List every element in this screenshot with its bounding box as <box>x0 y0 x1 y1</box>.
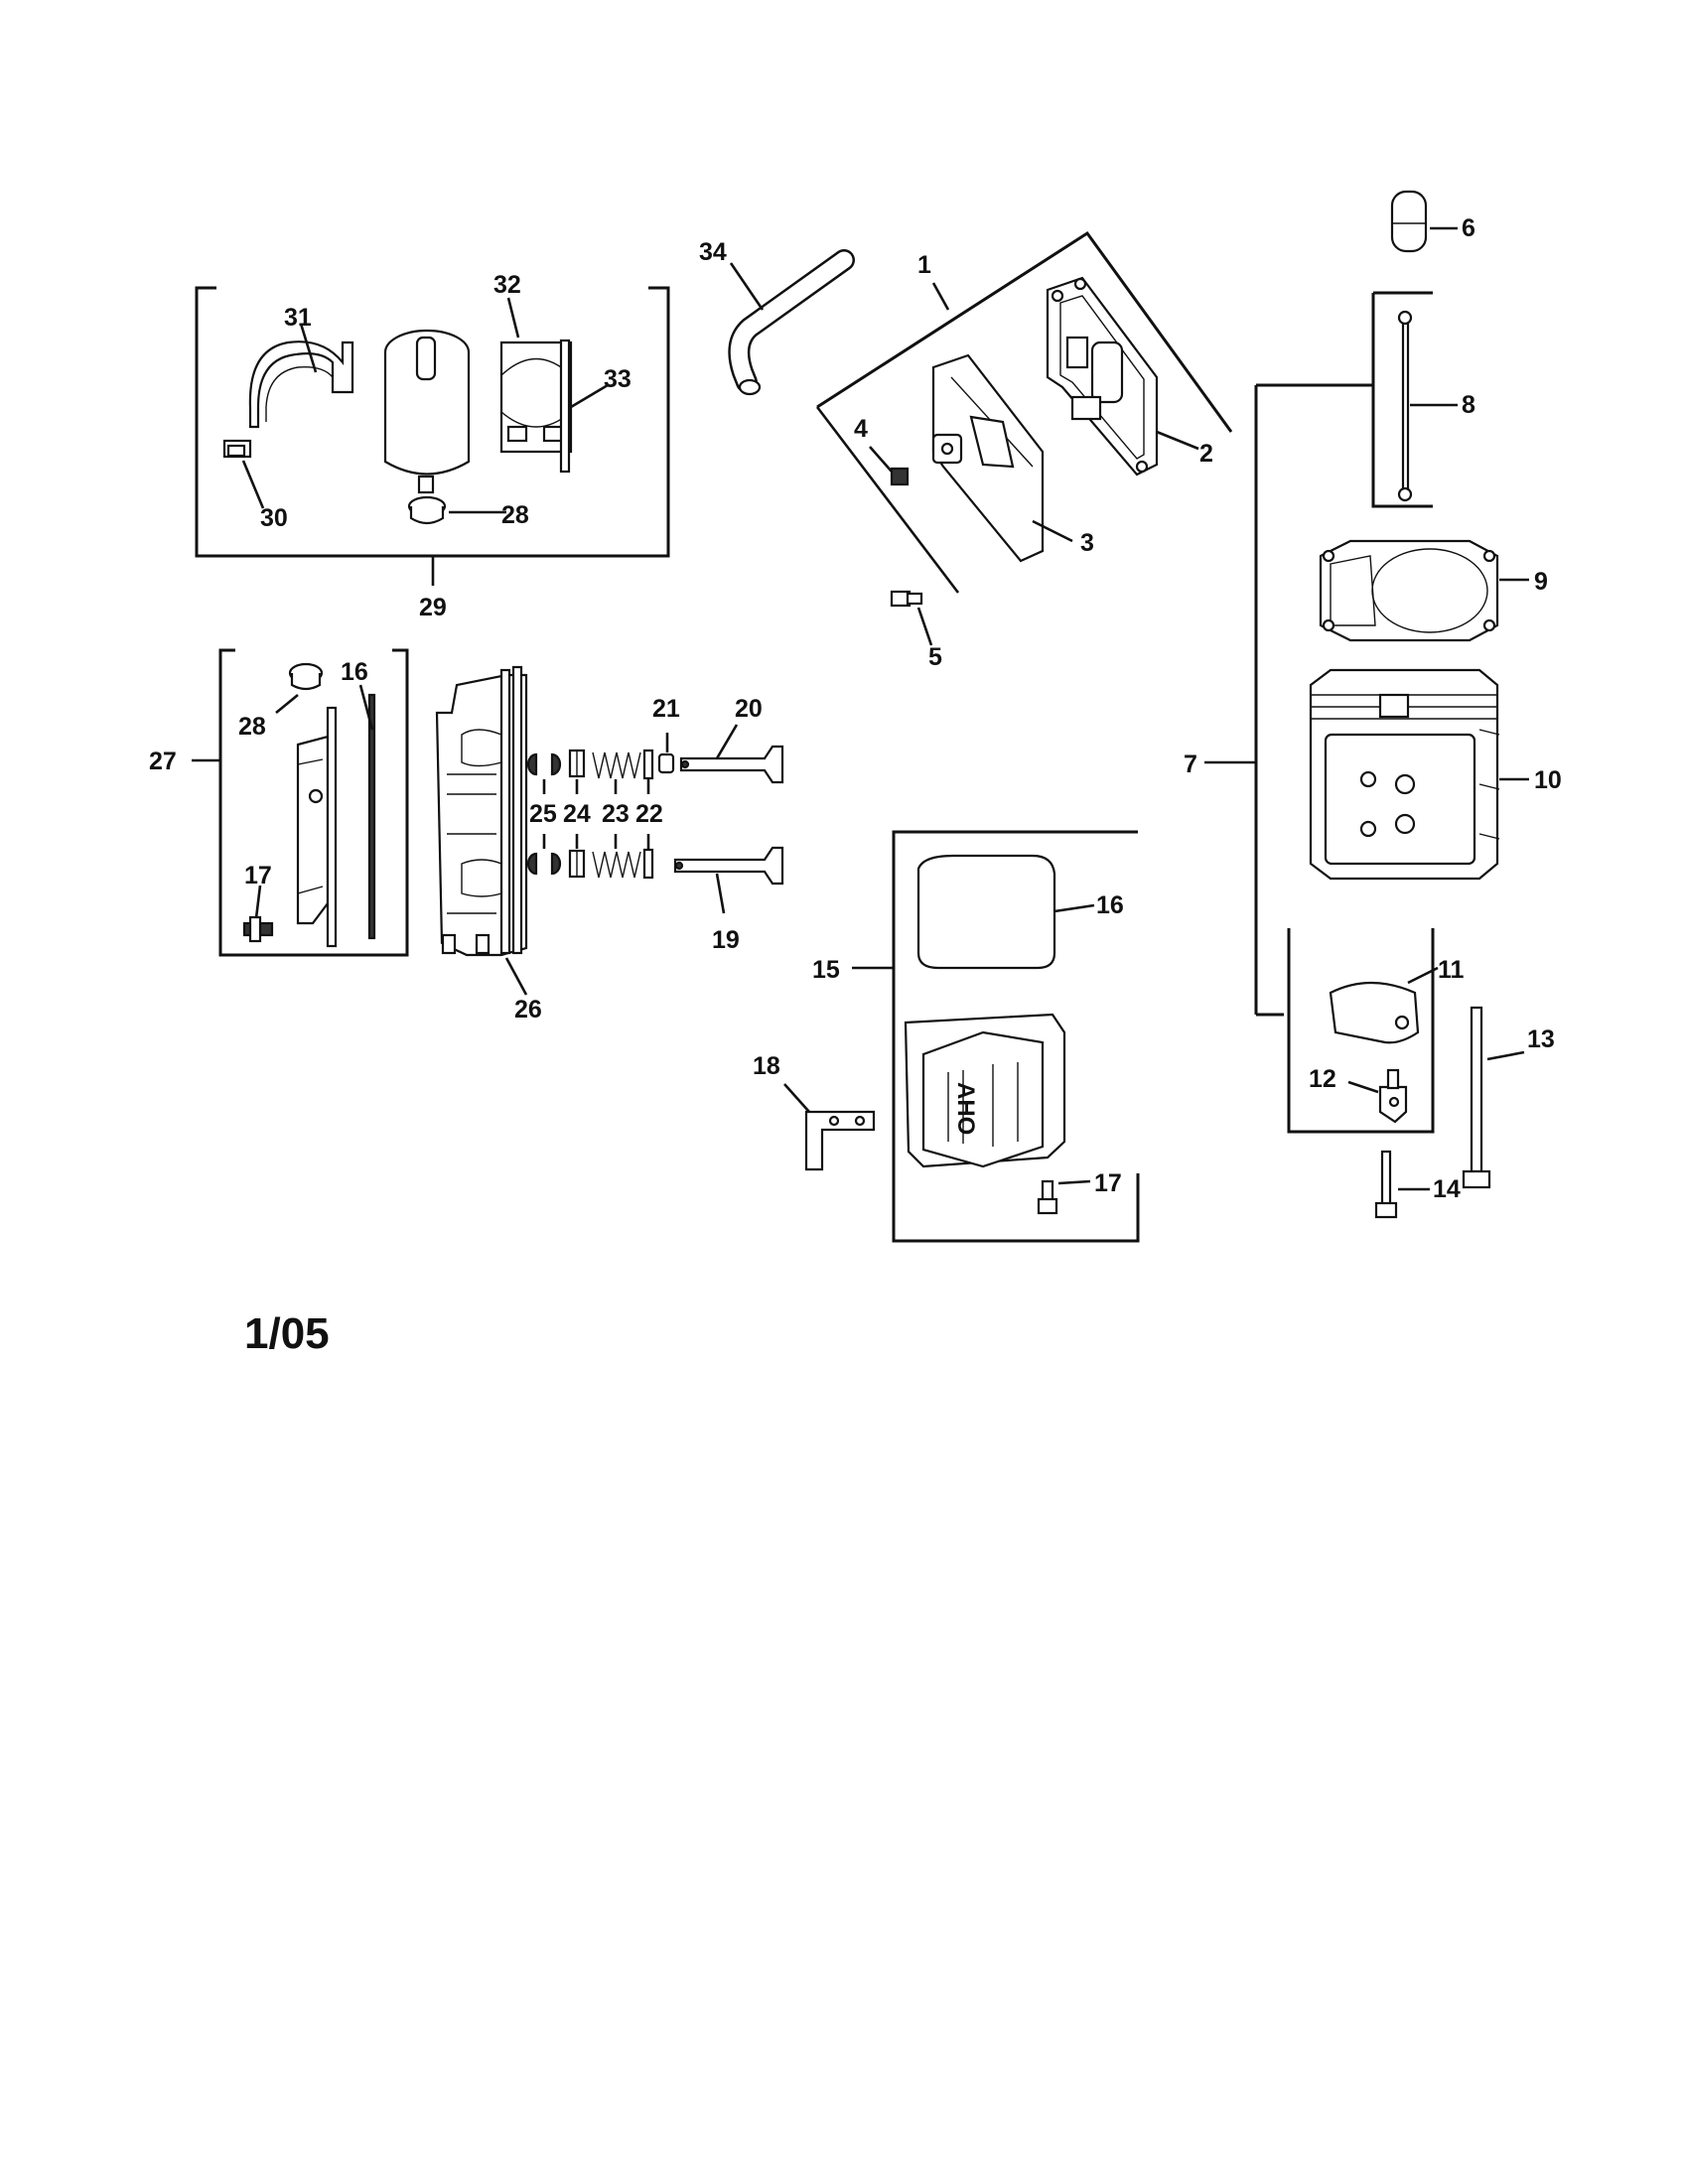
valve-cover-3 <box>931 353 1045 563</box>
spring-retainer-24-upper <box>568 749 586 778</box>
group-1-valve-cover <box>815 230 1233 646</box>
valve-seal-22-upper <box>642 749 654 780</box>
screw-17-left <box>242 915 274 943</box>
callout-17-center: 17 <box>1094 1169 1122 1197</box>
breather-cover <box>296 735 330 925</box>
callout-3: 3 <box>1080 529 1094 557</box>
valve-spring-23-lower <box>592 851 641 879</box>
gasket-strip-33 <box>559 339 571 474</box>
callout-32: 32 <box>493 271 521 299</box>
callout-labels: 1 2 3 4 5 6 7 8 9 10 11 12 13 14 15 16 1… <box>149 214 1562 1203</box>
plug-28-top <box>407 495 447 525</box>
callout-28-top: 28 <box>501 501 529 529</box>
oil-filter-canister <box>383 329 471 494</box>
callout-2: 2 <box>1199 440 1213 468</box>
valve-lifter-6 <box>1390 190 1458 253</box>
callout-11: 11 <box>1438 956 1465 984</box>
callout-4: 4 <box>854 415 868 443</box>
callout-23: 23 <box>602 800 630 828</box>
spring-retainer-24-lower <box>568 849 586 879</box>
callout-5: 5 <box>928 643 942 671</box>
callout-7: 7 <box>1184 751 1197 778</box>
callout-18: 18 <box>753 1052 780 1080</box>
callout-12: 12 <box>1309 1065 1336 1093</box>
head-gasket-9 <box>1319 539 1529 642</box>
valve-cap-21 <box>657 752 675 774</box>
callout-27: 27 <box>149 748 177 775</box>
group-15-rocker-cover: AHO <box>852 830 1140 1243</box>
head-bolt-13 <box>1462 1006 1525 1189</box>
callout-19: 19 <box>712 926 740 954</box>
intake-valve-19 <box>673 846 784 886</box>
date-code: 1/05 <box>244 1309 330 1358</box>
callout-33: 33 <box>604 365 632 393</box>
valve-train <box>526 724 784 914</box>
breather-tube-34 <box>728 249 855 396</box>
callout-29: 29 <box>419 594 447 621</box>
plug-28-left <box>288 662 324 691</box>
gasket-16-center <box>916 854 1095 970</box>
group-27-breather <box>192 648 409 957</box>
gasket-16-left <box>367 693 376 940</box>
callout-21: 21 <box>652 695 680 723</box>
bracket-18 <box>783 1083 876 1171</box>
gasket-2 <box>1046 276 1159 477</box>
callout-25: 25 <box>529 800 557 828</box>
rocker-cover: AHO <box>904 1013 1066 1168</box>
screw-17-center <box>1037 1179 1091 1215</box>
rocker-stud-12 <box>1347 1068 1408 1124</box>
exhaust-valve-20 <box>679 745 784 784</box>
screw-4 <box>890 467 910 486</box>
bolt-30 <box>222 439 252 459</box>
valve-seal-22-lower <box>642 848 654 880</box>
callout-28-left: 28 <box>238 713 266 741</box>
callout-17-left: 17 <box>244 862 272 889</box>
svg-text:AHO: AHO <box>952 1082 979 1135</box>
group-7-cylinder-head-assembly <box>1204 383 1529 1134</box>
bolt-5 <box>890 590 923 608</box>
rocker-arm-11 <box>1329 966 1439 1044</box>
valve-keepers-25-lower <box>526 852 562 876</box>
callout-13: 13 <box>1527 1025 1555 1053</box>
callout-10: 10 <box>1534 766 1562 794</box>
callout-6: 6 <box>1462 214 1475 242</box>
callout-9: 9 <box>1534 568 1548 596</box>
callout-31: 31 <box>284 304 312 332</box>
pushrod-8 <box>1371 291 1458 508</box>
callout-16-center: 16 <box>1096 891 1124 919</box>
callout-24: 24 <box>563 800 591 828</box>
callout-26: 26 <box>514 996 542 1024</box>
callout-14: 14 <box>1433 1175 1461 1203</box>
cylinder-head-10 <box>1309 668 1529 881</box>
cylinder-head-26 <box>435 665 528 996</box>
callout-1: 1 <box>917 251 931 279</box>
callout-22: 22 <box>635 800 663 828</box>
callout-8: 8 <box>1462 391 1475 419</box>
callout-30: 30 <box>260 504 288 532</box>
valve-keepers-25-upper <box>526 752 562 776</box>
valve-spring-23-upper <box>592 751 641 779</box>
callout-16-left: 16 <box>341 658 368 686</box>
bracket-31 <box>248 341 354 429</box>
head-bolt-14 <box>1374 1150 1430 1219</box>
callout-15: 15 <box>812 956 840 984</box>
group-29-oil-filter <box>195 286 670 586</box>
callout-34: 34 <box>699 238 727 266</box>
callout-20: 20 <box>735 695 763 723</box>
